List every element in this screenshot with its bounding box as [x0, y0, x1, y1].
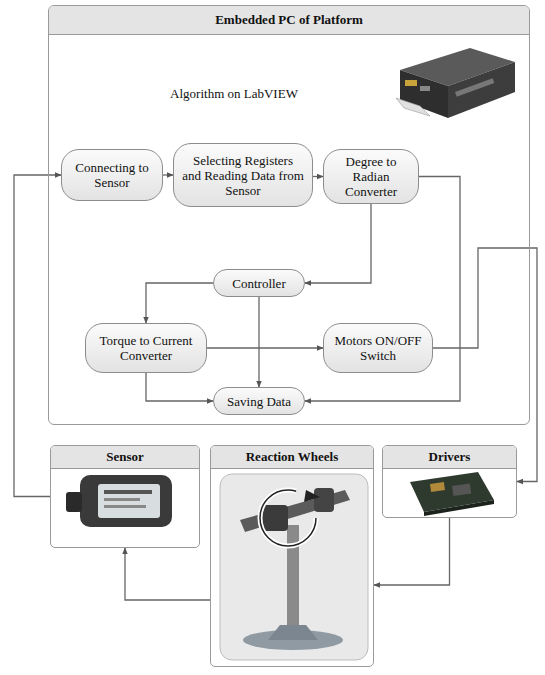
sensor-plate-line [104, 490, 152, 494]
driver-edge [424, 500, 494, 516]
box-label: Motors ON/OFF Switch [332, 333, 424, 363]
pc-card [396, 98, 430, 116]
process-box: Degree to Radian Converter [323, 149, 419, 204]
connector-arrow [207, 347, 323, 348]
pc-port [405, 80, 417, 86]
driver-chip [452, 483, 471, 495]
sensor-connector [66, 492, 82, 512]
wheel-motor [314, 488, 334, 512]
connector-arrow [146, 283, 213, 323]
platform-pc-box: Embedded PC of PlatformAlgorithm on LabV… [48, 5, 530, 425]
sensor-plate-line [104, 505, 146, 508]
stand-foot [268, 625, 318, 640]
process-box: Selecting Registers and Reading Data fro… [173, 143, 313, 207]
rotation-arrowhead [304, 490, 320, 502]
panel-subtitle: Algorithm on LabVIEW [149, 86, 319, 102]
connector-arrow [163, 174, 173, 175]
wheel-motor [262, 505, 288, 531]
process-box: Controller [213, 269, 305, 297]
box-label: Saving Data [227, 394, 291, 409]
box-label: Degree to Radian Converter [332, 154, 410, 199]
sensor-body [80, 475, 172, 527]
embedded-pc-picture [396, 48, 515, 118]
connector-arrow [374, 518, 450, 585]
sensor-picture [66, 475, 172, 527]
sensor-plate-line [104, 498, 140, 501]
process-box: Torque to Current Converter [85, 323, 207, 373]
connector-arrow [146, 373, 213, 401]
panel-title: Drivers [383, 446, 516, 469]
hardware-panel: Reaction Wheels [210, 445, 374, 667]
drivers-picture [410, 472, 494, 516]
panel-title: Reaction Wheels [211, 446, 373, 469]
stand-pole [287, 525, 299, 625]
pc-port [420, 86, 430, 91]
box-label: Selecting Registers and Reading Data fro… [182, 153, 304, 198]
pc-side [448, 62, 515, 118]
box-label: Controller [232, 276, 285, 291]
panel-title: Sensor [51, 446, 199, 469]
hardware-panel: Sensor [50, 445, 200, 548]
box-label: Torque to Current Converter [94, 333, 198, 363]
box-label: Connecting to Sensor [70, 160, 154, 190]
connector-arrow [305, 204, 371, 283]
connector-arrow [125, 548, 210, 600]
hardware-panel: Drivers [382, 445, 517, 518]
pc-port [455, 78, 494, 96]
connector-arrow [305, 177, 460, 402]
connector-arrow [313, 176, 323, 177]
driver-chip [430, 482, 445, 492]
panel-title: Embedded PC of Platform [49, 6, 529, 35]
connector-arrow [258, 297, 259, 387]
photo-frame [220, 474, 368, 660]
sensor-plate [98, 484, 160, 518]
process-box: Motors ON/OFF Switch [323, 323, 433, 373]
process-box: Saving Data [213, 387, 305, 415]
process-box: Connecting to Sensor [61, 149, 163, 201]
reaction-wheels-picture [220, 474, 368, 660]
